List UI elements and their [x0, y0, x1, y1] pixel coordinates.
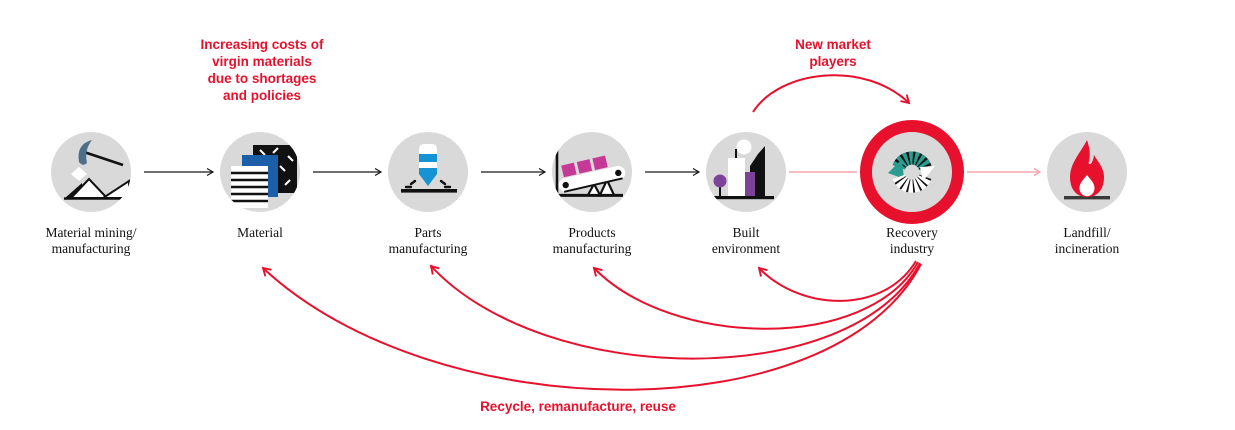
node-label: Products manufacturing: [552, 225, 632, 256]
node-products-manufacturing: Products manufacturing: [517, 130, 667, 280]
node-label: Material: [237, 225, 283, 240]
annotation-new-market-players: New market players: [795, 37, 871, 69]
node-label: Built environment: [711, 225, 781, 256]
drill-bit-icon: [401, 144, 457, 193]
red-curve-new-market-players: [752, 74, 911, 113]
node-label: Landfill/ incineration: [1054, 225, 1120, 256]
node-circle: [388, 132, 468, 212]
node-label: Material mining/ manufacturing: [45, 225, 137, 256]
conveyor-belt-icon: [555, 148, 626, 198]
node-parts-manufacturing: Parts manufacturing: [353, 130, 503, 280]
city-buildings-icon: [712, 139, 774, 200]
node-label: Parts manufacturing: [388, 225, 468, 256]
pickaxe-mining-icon: [64, 140, 130, 200]
red-curve-recovery-to-material: [261, 263, 922, 391]
node-circle: [220, 132, 300, 212]
flame-icon: [1064, 140, 1110, 200]
node-landfill-incineration: Landfill/ incineration: [1012, 130, 1162, 280]
node-built-environment: Built environment: [671, 130, 821, 280]
node-highlight-ring: [860, 120, 964, 224]
node-label: Recovery industry: [886, 225, 938, 256]
node-circle: [552, 132, 632, 212]
recycling-loop-icon: [888, 151, 935, 193]
node-circle: [51, 132, 131, 212]
annotation-increasing-costs: Increasing costs of virgin materials due…: [200, 37, 324, 103]
node-circle: [1047, 132, 1127, 212]
node-material-mining: Material mining/ manufacturing: [16, 130, 166, 280]
node-material: Material: [185, 130, 335, 280]
material-sheets-icon: [231, 145, 297, 208]
node-circle: [706, 132, 786, 212]
node-recovery-industry: Recovery industry: [837, 120, 987, 280]
annotation-recycle-remanufacture-reuse: Recycle, remanufacture, reuse: [480, 399, 676, 414]
